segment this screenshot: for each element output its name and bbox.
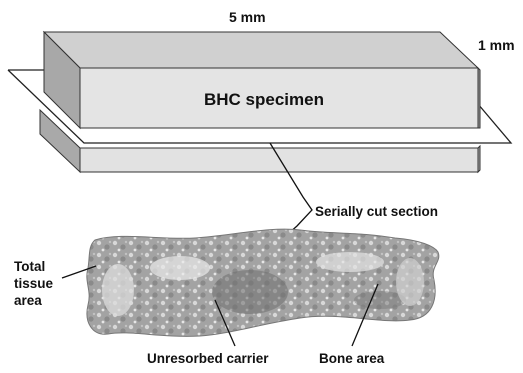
width-dimension-label: 5 mm xyxy=(229,10,266,24)
tissue-section xyxy=(87,229,439,336)
specimen-label: BHC specimen xyxy=(204,91,324,108)
bone-area-label: Bone area xyxy=(319,352,384,366)
block-upper xyxy=(44,32,480,128)
total-tissue-label: Total tissue area xyxy=(14,258,74,309)
carrier-label: Unresorbed carrier xyxy=(147,352,269,366)
section-label: Serially cut section xyxy=(315,205,438,219)
depth-dimension-label: 1 mm xyxy=(478,38,515,52)
